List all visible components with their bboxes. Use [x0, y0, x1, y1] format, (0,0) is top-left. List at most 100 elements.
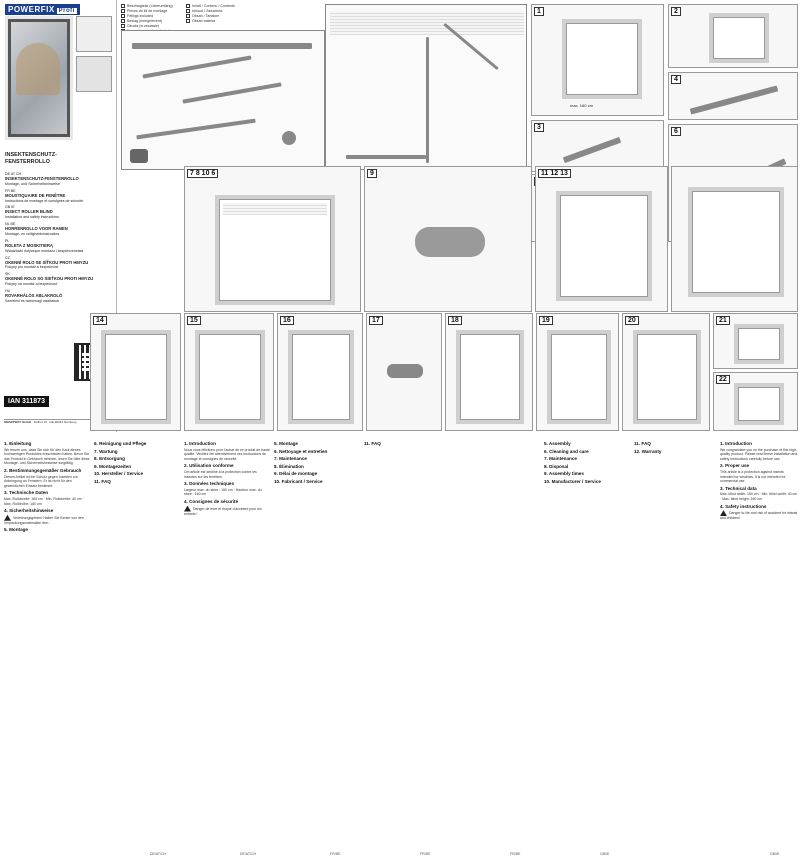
language-code: FR BE — [5, 188, 16, 193]
step-2: 2 — [668, 4, 798, 68]
step-21: 21 — [713, 313, 798, 369]
legend-entry: Beslag (meegeleverd) — [121, 19, 247, 24]
gb-column-2: 11. FAQ 12. Warranty — [634, 441, 662, 454]
step-1: 1 max. 160 cm — [531, 4, 664, 116]
fr-column-4 — [454, 439, 540, 849]
parts-overview — [121, 30, 325, 170]
bottom-bar — [136, 118, 256, 140]
fr-column-3: 11. FAQ — [364, 441, 381, 446]
step-16: 16 — [277, 313, 363, 431]
legend-box — [121, 9, 125, 14]
step-4: 4 — [668, 72, 798, 120]
language-code: HU — [5, 289, 11, 294]
language-subtitle: Wskazówki dotyczące montażu i bezpieczeń… — [5, 248, 84, 253]
language-title: OKENNÉ ROLO SO SIEŤKOU PROTI HMYZU — [5, 276, 94, 282]
language-code: DE AT CH — [5, 172, 22, 176]
legend-box — [121, 14, 125, 19]
language-code: NL BE — [5, 222, 16, 227]
side-rail — [426, 37, 429, 163]
language-title: ROLETA Z MOSKITIERĄ — [5, 242, 53, 248]
page-footer: FR/BE — [510, 852, 521, 856]
guide-rail — [182, 82, 282, 104]
language-title: ROVARHÁLÓS ABLAKROLÓ — [5, 292, 63, 298]
roller-cassette — [132, 43, 312, 49]
language-subtitle: Installation and safety instructions — [5, 215, 59, 220]
legend-box — [186, 4, 190, 9]
step-11: 11 12 13 — [535, 166, 668, 312]
legend-box — [121, 19, 125, 24]
language-code: GB IE — [5, 205, 15, 210]
step-3: 3 — [531, 120, 664, 172]
legend-entry: Okucia (w zestawie) — [121, 24, 247, 29]
language-subtitle: Szerelési és biztonsági utasítások — [5, 298, 60, 303]
legend-entry: Beschlagteile (Lieferumfang) — [121, 4, 247, 9]
legend-box — [186, 9, 190, 14]
guide-rail — [142, 55, 252, 79]
step-17: 17 — [366, 313, 442, 431]
legend-box — [186, 19, 190, 24]
language-code: SK — [5, 272, 10, 277]
step-7: 7 8 10 6 — [184, 166, 361, 312]
language-code: CZ — [5, 255, 10, 260]
step-20: 20 — [622, 313, 710, 431]
legend-entry: Obsah / Tartalom — [186, 14, 306, 19]
step-9: 9 — [364, 166, 532, 312]
legend-entry: Fittings included — [121, 14, 247, 19]
page-footer: GB/IE — [600, 852, 610, 856]
bottom-rail — [346, 155, 426, 159]
ian-badge: IAN 311873 — [4, 396, 49, 407]
language-title: HORRENROLLO VOOR RAMEN — [5, 226, 68, 232]
language-subtitle: Montage- en veiligheidsinstructies — [5, 231, 60, 236]
legend-entry: Pièces du kit de montage — [121, 9, 247, 14]
legend-box — [121, 24, 125, 29]
language-subtitle: Pokyny pro montáž a bezpečnost — [5, 265, 59, 270]
legend-box — [121, 4, 125, 9]
legend-entry: Inhalt / Contenu / Contents — [186, 4, 306, 9]
language-subtitle: Instructions de montage et consignes de … — [5, 198, 84, 203]
product-photo — [5, 16, 73, 140]
language-subtitle: Montage- und Sicherheitshinweise — [5, 181, 60, 186]
end-cap — [282, 131, 296, 145]
detail-photo-1 — [76, 16, 112, 52]
legend-box — [186, 14, 190, 19]
manufacturer-box: SMARTWAY GmbH · Zollhof 15 · DE-90443 Nü… — [4, 419, 117, 432]
language-title: OKENNÍ ROLO SE SÍŤKOU PROTI HMYZU — [5, 259, 89, 265]
page-footer: FR/BE — [420, 852, 431, 856]
step-14-area — [671, 166, 798, 312]
fr-column-2: 5. Montage 6. Nettoyage et entretien 7. … — [274, 441, 328, 484]
page-footer: FR/BE — [330, 852, 341, 856]
language-title: MOUSTIQUAIRE DE FENÊTRE — [5, 192, 66, 198]
legend-entry: Inhoud / Zawartość — [186, 9, 306, 14]
language-title: INSECT ROLLER BLIND — [5, 209, 53, 215]
language-subtitle: Pokyny na montáž a bezpečnosť — [5, 282, 58, 287]
page-footer: DE/AT/CH — [150, 852, 167, 856]
page-footer: GB/IE — [770, 852, 780, 856]
parts-overview-2 — [325, 4, 527, 170]
bracket — [130, 149, 148, 163]
step-19: 19 — [536, 313, 619, 431]
cover-title: INSEKTENSCHUTZ- FENSTERROLLO — [5, 152, 57, 165]
step-22: 22 — [713, 372, 798, 431]
language-title: INSEKTENSCHUTZ-FENSTERROLLO — [5, 175, 79, 181]
mesh-roll — [330, 11, 524, 35]
step-15: 15 — [184, 313, 274, 431]
legend-entry: Obsah balenia — [186, 19, 306, 24]
de-column-2: 6. Reinigung und Pflege 7. Wartung 8. En… — [94, 441, 147, 484]
